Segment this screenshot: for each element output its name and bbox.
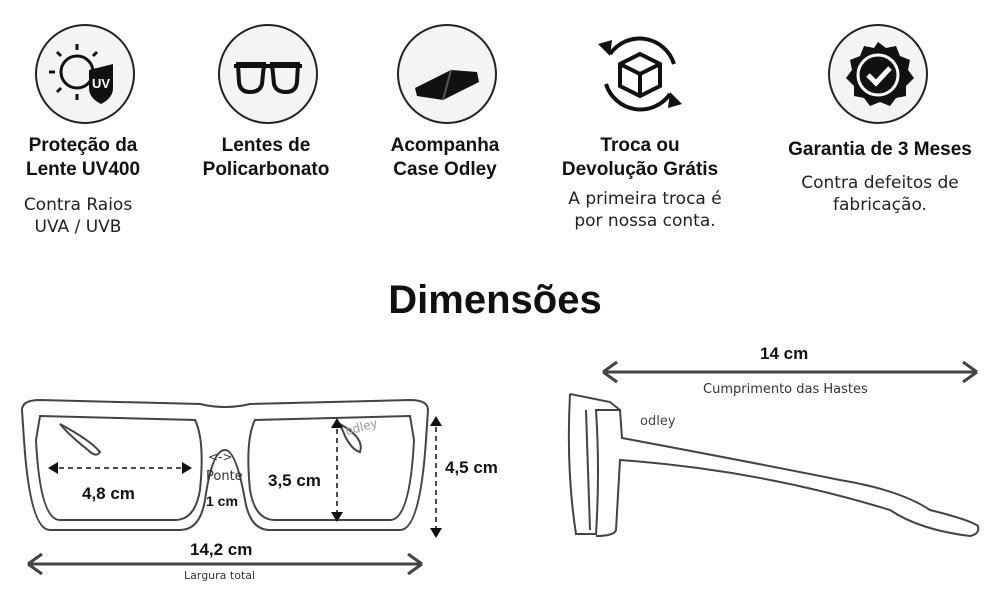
- temple-length-label: 14 cm: [760, 344, 809, 363]
- bridge-value: 1 cm: [206, 493, 238, 509]
- warranty-badge-icon: [828, 24, 928, 124]
- lens-width-label: 4,8 cm: [82, 484, 135, 503]
- total-width-label: 14,2 cm: [190, 540, 253, 559]
- side-brand-mark: odley: [640, 414, 676, 429]
- uv-protection-icon: UV: [35, 24, 135, 124]
- feature-title-exchange: Troca ou Devolução Grátis: [561, 135, 719, 180]
- feature-title-uv: Proteção da Lente UV400: [25, 135, 141, 180]
- feature-title-warranty: Garantia de 3 Meses: [788, 139, 972, 160]
- uv-badge-text: UV: [92, 76, 111, 91]
- glasses-icon: [218, 24, 318, 124]
- feature-subtitle-warranty: Contra defeitos de fabricação.: [801, 173, 959, 215]
- side-glasses-diagram: [567, 360, 980, 538]
- feature-subtitle-uv: Contra Raios UVA / UVB: [23, 195, 133, 237]
- front-glasses-diagram: [20, 398, 442, 576]
- feature-subtitle-exchange: A primeira troca é por nossa conta.: [568, 189, 722, 231]
- lens-height-label: 3,5 cm: [268, 471, 321, 490]
- case-icon: [397, 24, 497, 124]
- bridge-arrow: <->: [208, 450, 233, 464]
- feature-title-lenses: Lentes de Policarbonato: [202, 135, 330, 180]
- temple-caption: Cumprimento das Hastes: [703, 382, 868, 397]
- dimensions-heading: Dimensões: [388, 278, 602, 322]
- total-width-caption: Largura total: [184, 569, 256, 582]
- bridge-label: Ponte: [206, 469, 243, 484]
- feature-title-case: Acompanha Case Odley: [390, 135, 500, 180]
- exchange-icon: [590, 24, 690, 124]
- frame-height-label: 4,5 cm: [445, 458, 498, 477]
